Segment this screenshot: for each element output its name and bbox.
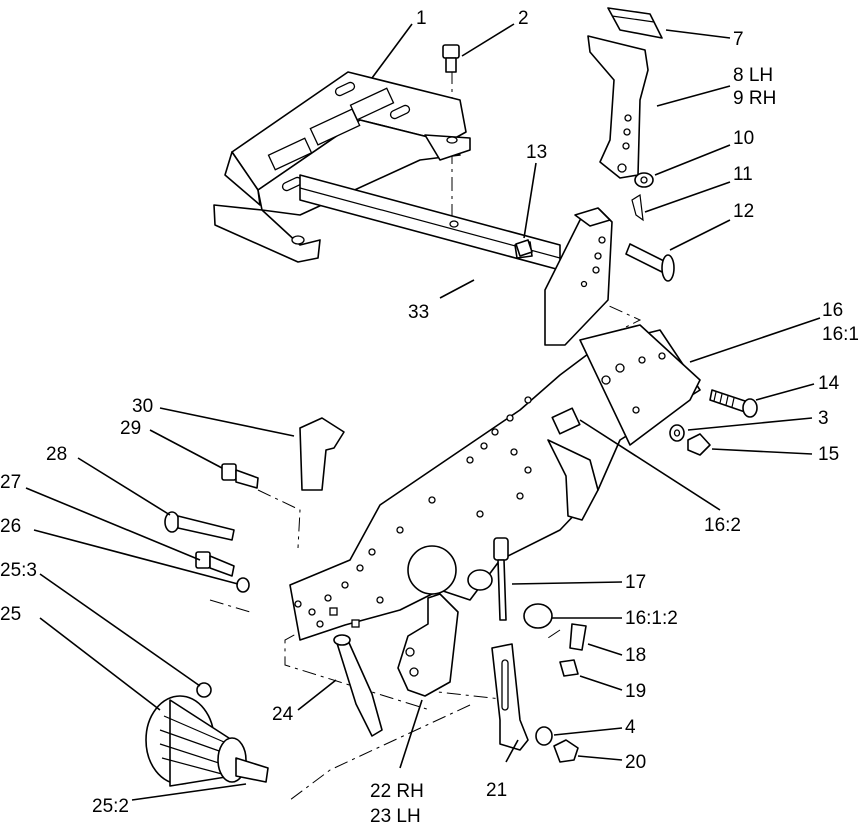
callout-25-3: 25:3 — [0, 560, 37, 581]
callout-labels: 1 2 7 8 LH 9 RH 10 11 12 13 33 16 16:1 1… — [0, 8, 859, 827]
callout-26: 26 — [0, 516, 21, 537]
callout-24: 24 — [272, 704, 294, 725]
part-4-washer — [535, 726, 553, 746]
part-2-bolt — [442, 44, 460, 73]
callout-16-1-2: 16:1:2 — [625, 608, 678, 629]
part-16-side-plate — [289, 324, 701, 641]
callout-21: 21 — [486, 780, 507, 801]
callout-15: 15 — [818, 444, 839, 465]
callout-33: 33 — [408, 302, 429, 323]
callout-30: 30 — [132, 396, 153, 417]
part-21-link-arm — [491, 643, 529, 751]
part-26-washer — [236, 577, 250, 593]
callout-13: 13 — [526, 142, 547, 163]
callout-28: 28 — [46, 444, 67, 465]
callout-7: 7 — [733, 29, 744, 50]
part-33-cross-shaft — [299, 174, 613, 346]
callout-17: 17 — [625, 572, 646, 593]
callout-29: 29 — [120, 418, 141, 439]
part-7-pedal-pad — [607, 7, 663, 39]
callout-16-1: 16:1 — [822, 324, 859, 345]
callout-1: 1 — [416, 8, 427, 29]
callout-4: 4 — [625, 717, 636, 738]
callout-12: 12 — [733, 201, 754, 222]
part-28-bolt — [164, 511, 235, 541]
part-8-9-pedal-arm — [587, 35, 649, 179]
part-10-bushing — [634, 172, 654, 188]
callout-22: 22 RH — [370, 781, 424, 802]
callout-3: 3 — [818, 408, 829, 429]
part-24-lever — [333, 634, 383, 737]
callout-23: 23 LH — [370, 806, 421, 827]
part-12-clevis-pin — [625, 243, 675, 282]
part-14-bolt — [709, 389, 758, 418]
callout-8: 8 LH — [733, 65, 773, 86]
callout-25-2: 25:2 — [92, 796, 129, 817]
part-3-washer — [669, 424, 685, 442]
part-29-bolt — [221, 463, 259, 489]
callout-16-2: 16:2 — [704, 515, 741, 536]
leader-lines — [25, 23, 821, 801]
part-25-actuator — [145, 682, 269, 787]
callout-10: 10 — [733, 128, 754, 149]
part-27-bolt — [195, 551, 235, 577]
callout-20: 20 — [625, 752, 646, 773]
part-19-nut — [559, 659, 579, 677]
part-17-bolt — [493, 537, 509, 621]
part-11-hairpin-clip — [631, 193, 644, 222]
callout-25: 25 — [0, 604, 21, 625]
part-30-bracket — [299, 417, 345, 491]
callout-27: 27 — [0, 472, 21, 493]
callout-19: 19 — [625, 681, 646, 702]
callout-9: 9 RH — [733, 88, 776, 109]
part-15-nut — [687, 433, 711, 456]
callout-16: 16 — [822, 300, 843, 321]
part-22-23-bracket — [397, 593, 459, 697]
part-20-nut — [553, 739, 579, 763]
part-18-bolt — [569, 623, 587, 651]
callout-2: 2 — [518, 8, 529, 29]
part-16-1-2-spacer — [467, 569, 553, 629]
part-13-nut — [515, 239, 533, 257]
callout-14: 14 — [818, 373, 840, 394]
callout-18: 18 — [625, 645, 646, 666]
callout-11: 11 — [733, 164, 753, 185]
